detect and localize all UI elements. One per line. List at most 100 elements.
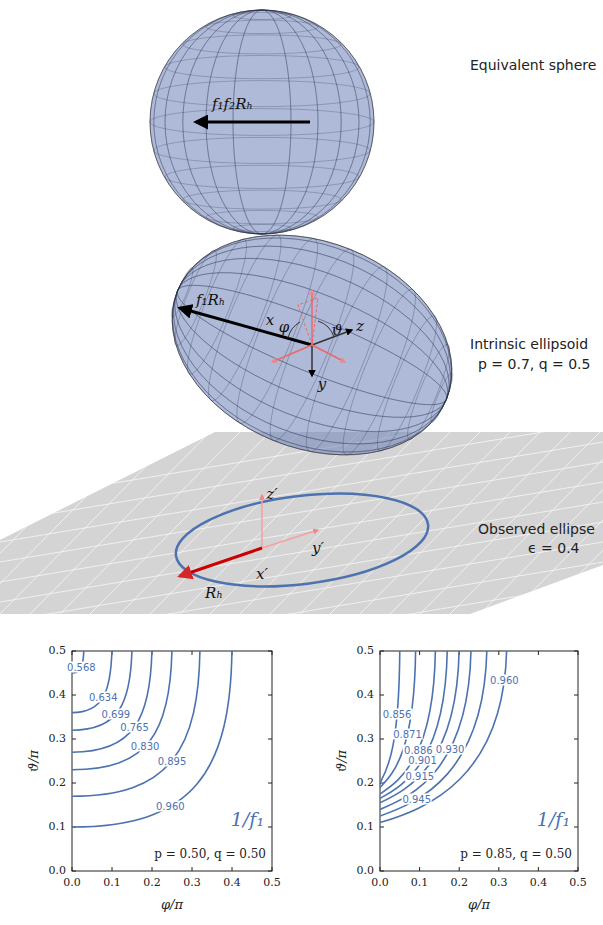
figure-stroke [332,284,427,461]
figure-stroke [380,651,471,809]
tick-label: 0.5 [49,645,67,657]
figure-stroke [140,198,483,491]
figure-stroke [268,827,272,828]
figure-stroke [368,311,445,455]
axis-title: φ/π [468,898,490,912]
figure-stroke [0,432,90,614]
figure-stroke [178,291,447,400]
figure-stroke [165,10,359,234]
tick-label: 0.3 [490,877,508,889]
tick-label: 0.4 [49,689,67,701]
contour-label: 0.886 [403,744,434,755]
figure-stroke [600,432,603,614]
figure-stroke [150,10,374,234]
contour-label: 0.901 [407,755,438,766]
tick-label: 0.5 [357,645,375,657]
figure-stroke [139,195,485,495]
radius-label: f₁f₂Rₕ [212,96,253,113]
figure-stroke [294,260,400,457]
tick-label: 0.2 [143,877,161,889]
figure-stroke [232,867,233,871]
figure-stroke [380,651,384,652]
axis-name: x′ [256,566,268,583]
figure-stroke [450,432,603,614]
figure-stroke [380,651,507,823]
figure-stroke [272,867,273,871]
figure-stroke [428,371,456,424]
figure-stroke [72,739,76,740]
figure-stroke [150,10,374,234]
figure-stroke [0,502,603,602]
figure-stroke [261,495,263,548]
contour-label: 0.960 [155,801,186,812]
tick-label: 0.1 [103,877,121,889]
tick-label: 0.1 [49,821,67,833]
figure-stroke [165,56,359,79]
contour-label: 0.568 [66,661,97,672]
figure-stroke [574,827,578,828]
figure-stroke [262,530,318,548]
figure-stroke [0,522,603,622]
angle-name: ϑ [332,322,343,339]
figure-stroke [192,651,193,655]
tick-label: 0.1 [357,821,375,833]
figure-stroke [30,432,210,614]
radius-label: Rₕ [205,585,223,602]
figure-stroke [72,871,76,872]
figure-stroke [538,867,539,871]
figure-stroke [0,542,603,642]
figure-stroke [459,867,460,871]
figure-stroke [72,651,200,796]
contour-label: 0.960 [489,675,520,686]
tick-label: 0.3 [183,877,201,889]
figure-stroke [578,867,579,871]
tick-label: 0.5 [263,877,281,889]
figure-stroke [196,121,310,124]
figure-stroke [380,867,381,871]
figure-stroke [380,651,447,798]
tick-label: 0.3 [49,733,67,745]
figure-stroke [180,308,312,345]
tick-label: 0.0 [357,865,375,877]
figure-stroke [140,198,483,491]
figure-stroke [150,109,374,136]
figure-stroke [268,783,272,784]
figure-stroke [498,651,499,655]
tick-label: 0.2 [450,877,468,889]
figure-stroke [538,651,539,655]
figure-stroke [183,35,341,54]
angle-name: φ [279,319,290,336]
figure-stroke [380,651,578,871]
figure-stroke [574,871,578,872]
figure-stroke [144,208,480,482]
figure-stroke [206,210,318,223]
figure-stroke [380,695,384,696]
contour-label: 0.856 [382,708,413,719]
figure-stroke [139,195,485,495]
figure-stroke [183,10,341,234]
figure-stroke [380,651,507,823]
figure-stroke [139,195,485,495]
figure-stroke [183,190,341,209]
figure-title: Intrinsic ellipsoid [470,337,588,352]
shape-parameters: p = 0.7, q = 0.5 [478,357,590,372]
figure-stroke [152,867,153,871]
tick-label: 0.3 [357,733,375,745]
figure-stroke [420,432,600,614]
figure-stroke [419,651,420,655]
contour-label: 0.634 [88,691,119,702]
figure-stroke [574,651,578,652]
tick-label: 0.4 [530,877,548,889]
figure-stroke [270,432,450,614]
figure-stroke [574,739,578,740]
figure-stroke [154,137,370,163]
figure-stroke [165,165,359,188]
figure-stroke [380,651,416,787]
figure-stroke [72,651,272,871]
radius-label: f₁Rₕ [196,292,225,309]
figure-stroke [298,298,318,345]
contour-label: 0.915 [405,770,436,781]
axis-name: y′ [312,540,324,557]
